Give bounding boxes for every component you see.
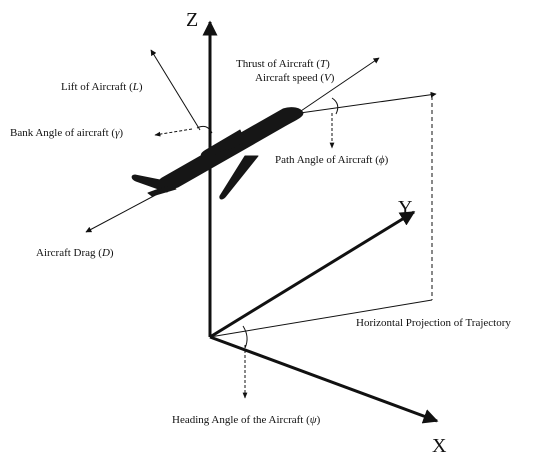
bank-angle-label: Bank Angle of aircraft (γ)	[10, 127, 123, 139]
lift-vector	[150, 49, 201, 131]
horizontal-projection-label: Horizontal Projection of Trajectory	[356, 317, 511, 329]
aircraft-tail-plane	[147, 184, 177, 197]
path-angle-label: Path Angle of Aircraft (ϕ)	[275, 154, 389, 166]
drag-vector	[85, 189, 166, 233]
trajectory-lines	[209, 91, 437, 338]
heading-angle-label: Heading Angle of the Aircraft (ψ)	[172, 414, 321, 426]
thrust-label: Thrust of Aircraft (T)	[236, 58, 330, 70]
aircraft-fuselage	[158, 107, 304, 191]
coordinate-axes	[202, 20, 439, 424]
force-vectors	[85, 49, 380, 233]
aircraft-silhouette-icon	[131, 107, 304, 200]
horizontal-projection-line	[209, 299, 433, 338]
lift-label: Lift of Aircraft (L)	[61, 81, 143, 93]
path-angle-arc	[331, 97, 339, 115]
x-axis	[209, 335, 439, 424]
heading-angle-arc	[242, 325, 248, 349]
bank-angle-arc	[196, 125, 213, 134]
x-axis-label: X	[432, 435, 447, 457]
drag-label: Aircraft Drag (D)	[36, 247, 114, 259]
velocity-vector	[299, 91, 437, 114]
angle-annotations	[154, 97, 339, 399]
speed-label: Aircraft speed (V)	[255, 72, 335, 84]
aircraft-lower-wing	[219, 155, 259, 200]
y-axis-label: Y	[398, 197, 412, 219]
y-axis	[209, 210, 416, 339]
aircraft-upper-wing	[200, 129, 246, 158]
thrust-vector	[294, 57, 380, 116]
bank-angle-callout	[154, 128, 193, 137]
z-axis-label: Z	[186, 9, 198, 31]
